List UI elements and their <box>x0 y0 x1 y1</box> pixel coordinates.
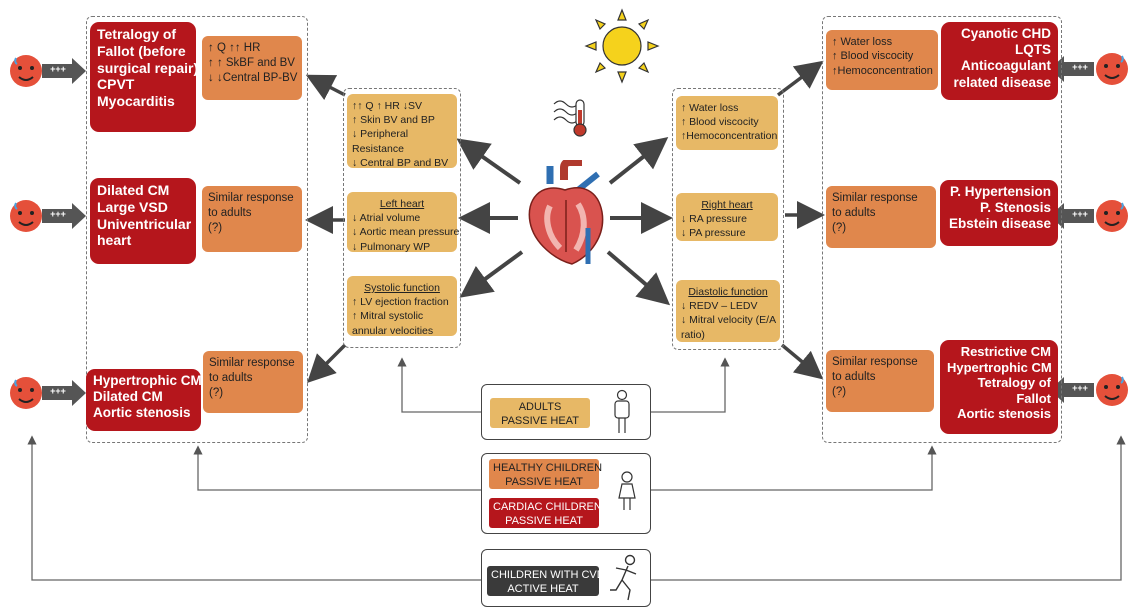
left-conditions-1: Tetralogy of Fallot (before surgical rep… <box>90 22 198 132</box>
left-adult-panel <box>343 88 461 348</box>
child-girl-icon <box>618 471 636 510</box>
plus-label: +++ <box>1072 209 1088 219</box>
right-response-2: Similar response to adults (?) <box>826 186 936 248</box>
left-response-1: ↑ Q ↑↑ HR ↑ ↑ SkBF and BV ↓ ↓Central BP-… <box>202 36 302 100</box>
hot-face-icon <box>10 377 42 409</box>
legend-lines <box>27 357 1126 581</box>
heart-arrows <box>456 137 673 306</box>
hot-face-icon <box>10 55 42 87</box>
plus-label: +++ <box>1072 62 1088 72</box>
hot-face-icon <box>1096 200 1128 232</box>
adult-right-box-2: Right heart ↓ RA pressure ↓ PA pressure <box>676 193 778 241</box>
legend-children: HEALTHY CHILDREN PASSIVE HEAT CARDIAC CH… <box>481 453 651 534</box>
plus-label: +++ <box>50 386 66 396</box>
heart-icon <box>528 160 604 265</box>
plus-label: +++ <box>50 64 66 74</box>
right-conditions-3: Restrictive CM Hypertrophic CM Tetralogy… <box>940 340 1058 434</box>
thermometer-heat-icon <box>553 99 587 137</box>
plus-label: +++ <box>1072 383 1088 393</box>
adult-left-box-3: Systolic function ↑ LV ejection fraction… <box>347 276 457 337</box>
hot-face-icon <box>1096 53 1128 85</box>
left-children-panel <box>86 16 308 443</box>
group-arrows <box>305 60 825 383</box>
sun-icon <box>584 8 660 84</box>
legend-children-cvd-label: CHILDREN WITH CVD ACTIVE HEAT <box>487 566 605 596</box>
running-child-icon <box>610 554 637 601</box>
hot-face-icon <box>10 200 42 232</box>
adult-right-box-3: Diastolic function ↓ REDV – LEDV ↓ Mitra… <box>676 280 780 342</box>
right-response-1: ↑ Water loss ↑ Blood viscocity ↑Hemoconc… <box>826 30 938 90</box>
adult-right-box-1: ↑ Water loss ↑ Blood viscocity ↑Hemoconc… <box>676 96 778 150</box>
adult-person-icon <box>614 389 630 433</box>
legend-cardiac-children-label: CARDIAC CHILDREN PASSIVE HEAT <box>489 498 602 528</box>
legend-adults-label: ADULTS PASSIVE HEAT <box>490 398 590 428</box>
right-conditions-2: P. Hypertension P. Stenosis Ebstein dise… <box>940 180 1058 246</box>
legend-children-cvd: CHILDREN WITH CVD ACTIVE HEAT <box>481 549 651 607</box>
plus-label: +++ <box>50 209 66 219</box>
right-conditions-1: Cyanotic CHD LQTS Anticoagulant related … <box>941 22 1058 100</box>
right-adult-panel <box>672 88 784 350</box>
adult-left-box-2: Left heart ↓ Atrial volume ↓ Aortic mean… <box>347 192 459 253</box>
left-response-3: Similar response to adults (?) <box>203 351 303 413</box>
legend-healthy-children-label: HEALTHY CHILDREN PASSIVE HEAT <box>489 459 602 489</box>
right-response-3: Similar response to adults (?) <box>826 350 934 412</box>
hot-face-icon <box>1096 374 1128 406</box>
legend-adults: ADULTS PASSIVE HEAT <box>481 384 651 440</box>
left-conditions-3: Hypertrophic CM Dilated CM Aortic stenos… <box>86 369 202 431</box>
adult-left-box-1: ↑↑ Q ↑ HR ↓SV ↑ Skin BV and BP ↓ Periphe… <box>347 94 457 169</box>
left-response-2: Similar response to adults (?) <box>202 186 302 252</box>
left-conditions-2: Dilated CM Large VSD Univentricular hear… <box>90 178 196 264</box>
right-children-panel <box>822 16 1062 443</box>
